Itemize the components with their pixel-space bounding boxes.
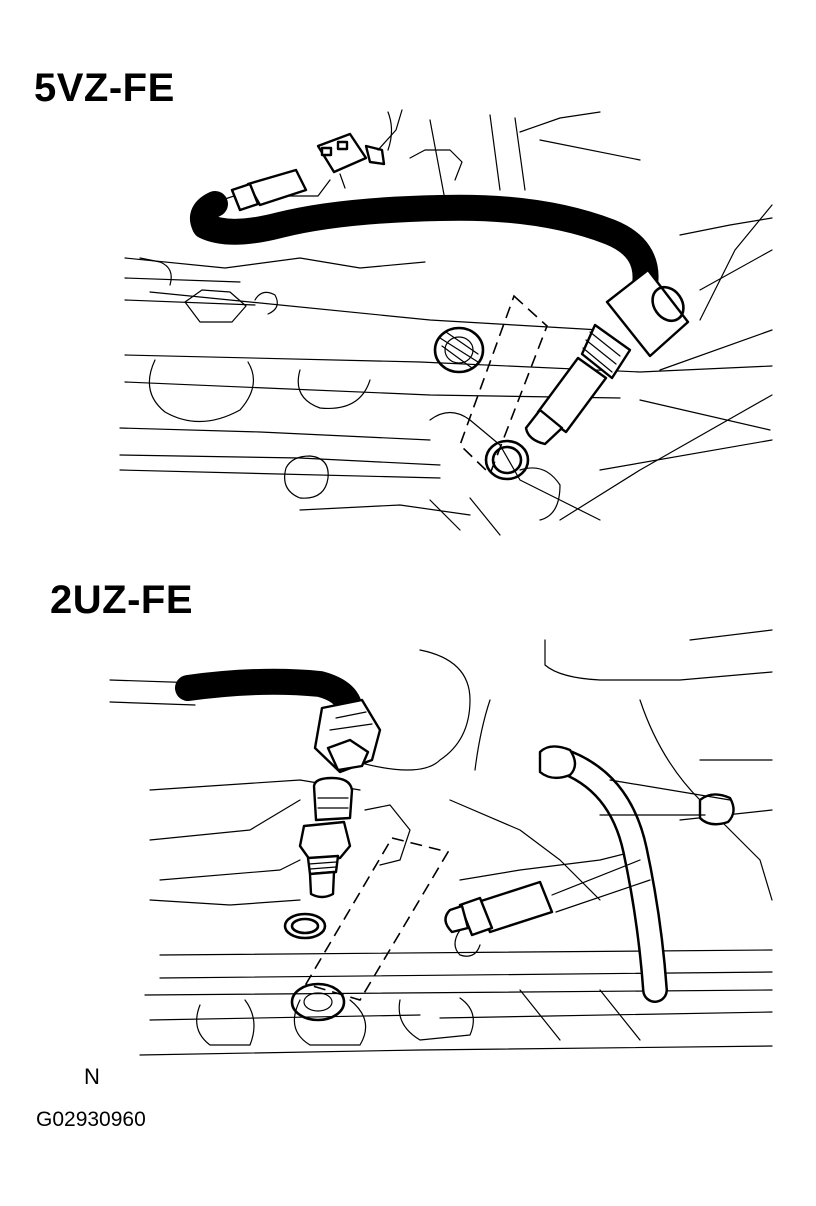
engine-block-outline-bottom (109, 629, 773, 1056)
engine-title-2uz-fe: 2UZ-FE (50, 578, 193, 622)
alignment-guide-top (459, 294, 548, 476)
engine-block-outline-top (119, 111, 773, 536)
gasket-bottom (283, 912, 327, 940)
wire-harness-bottom (175, 668, 363, 725)
coolant-pipe-bottom (538, 745, 735, 1003)
gasket-top (484, 439, 530, 481)
mounting-hole-bottom (290, 982, 346, 1022)
sensor-bottom (298, 776, 354, 899)
alignment-guide-bottom (304, 837, 450, 1001)
engine-title-5vz-fe: 5VZ-FE (34, 66, 175, 110)
secondary-sensor-bottom (444, 859, 651, 937)
marker-letter: N (84, 1064, 100, 1089)
harness-connector-top (230, 109, 403, 212)
harness-connector-bottom (313, 698, 382, 774)
figure-code: G02930960 (36, 1108, 146, 1131)
sensor-top (524, 268, 690, 446)
mounting-hole-top (433, 326, 485, 374)
